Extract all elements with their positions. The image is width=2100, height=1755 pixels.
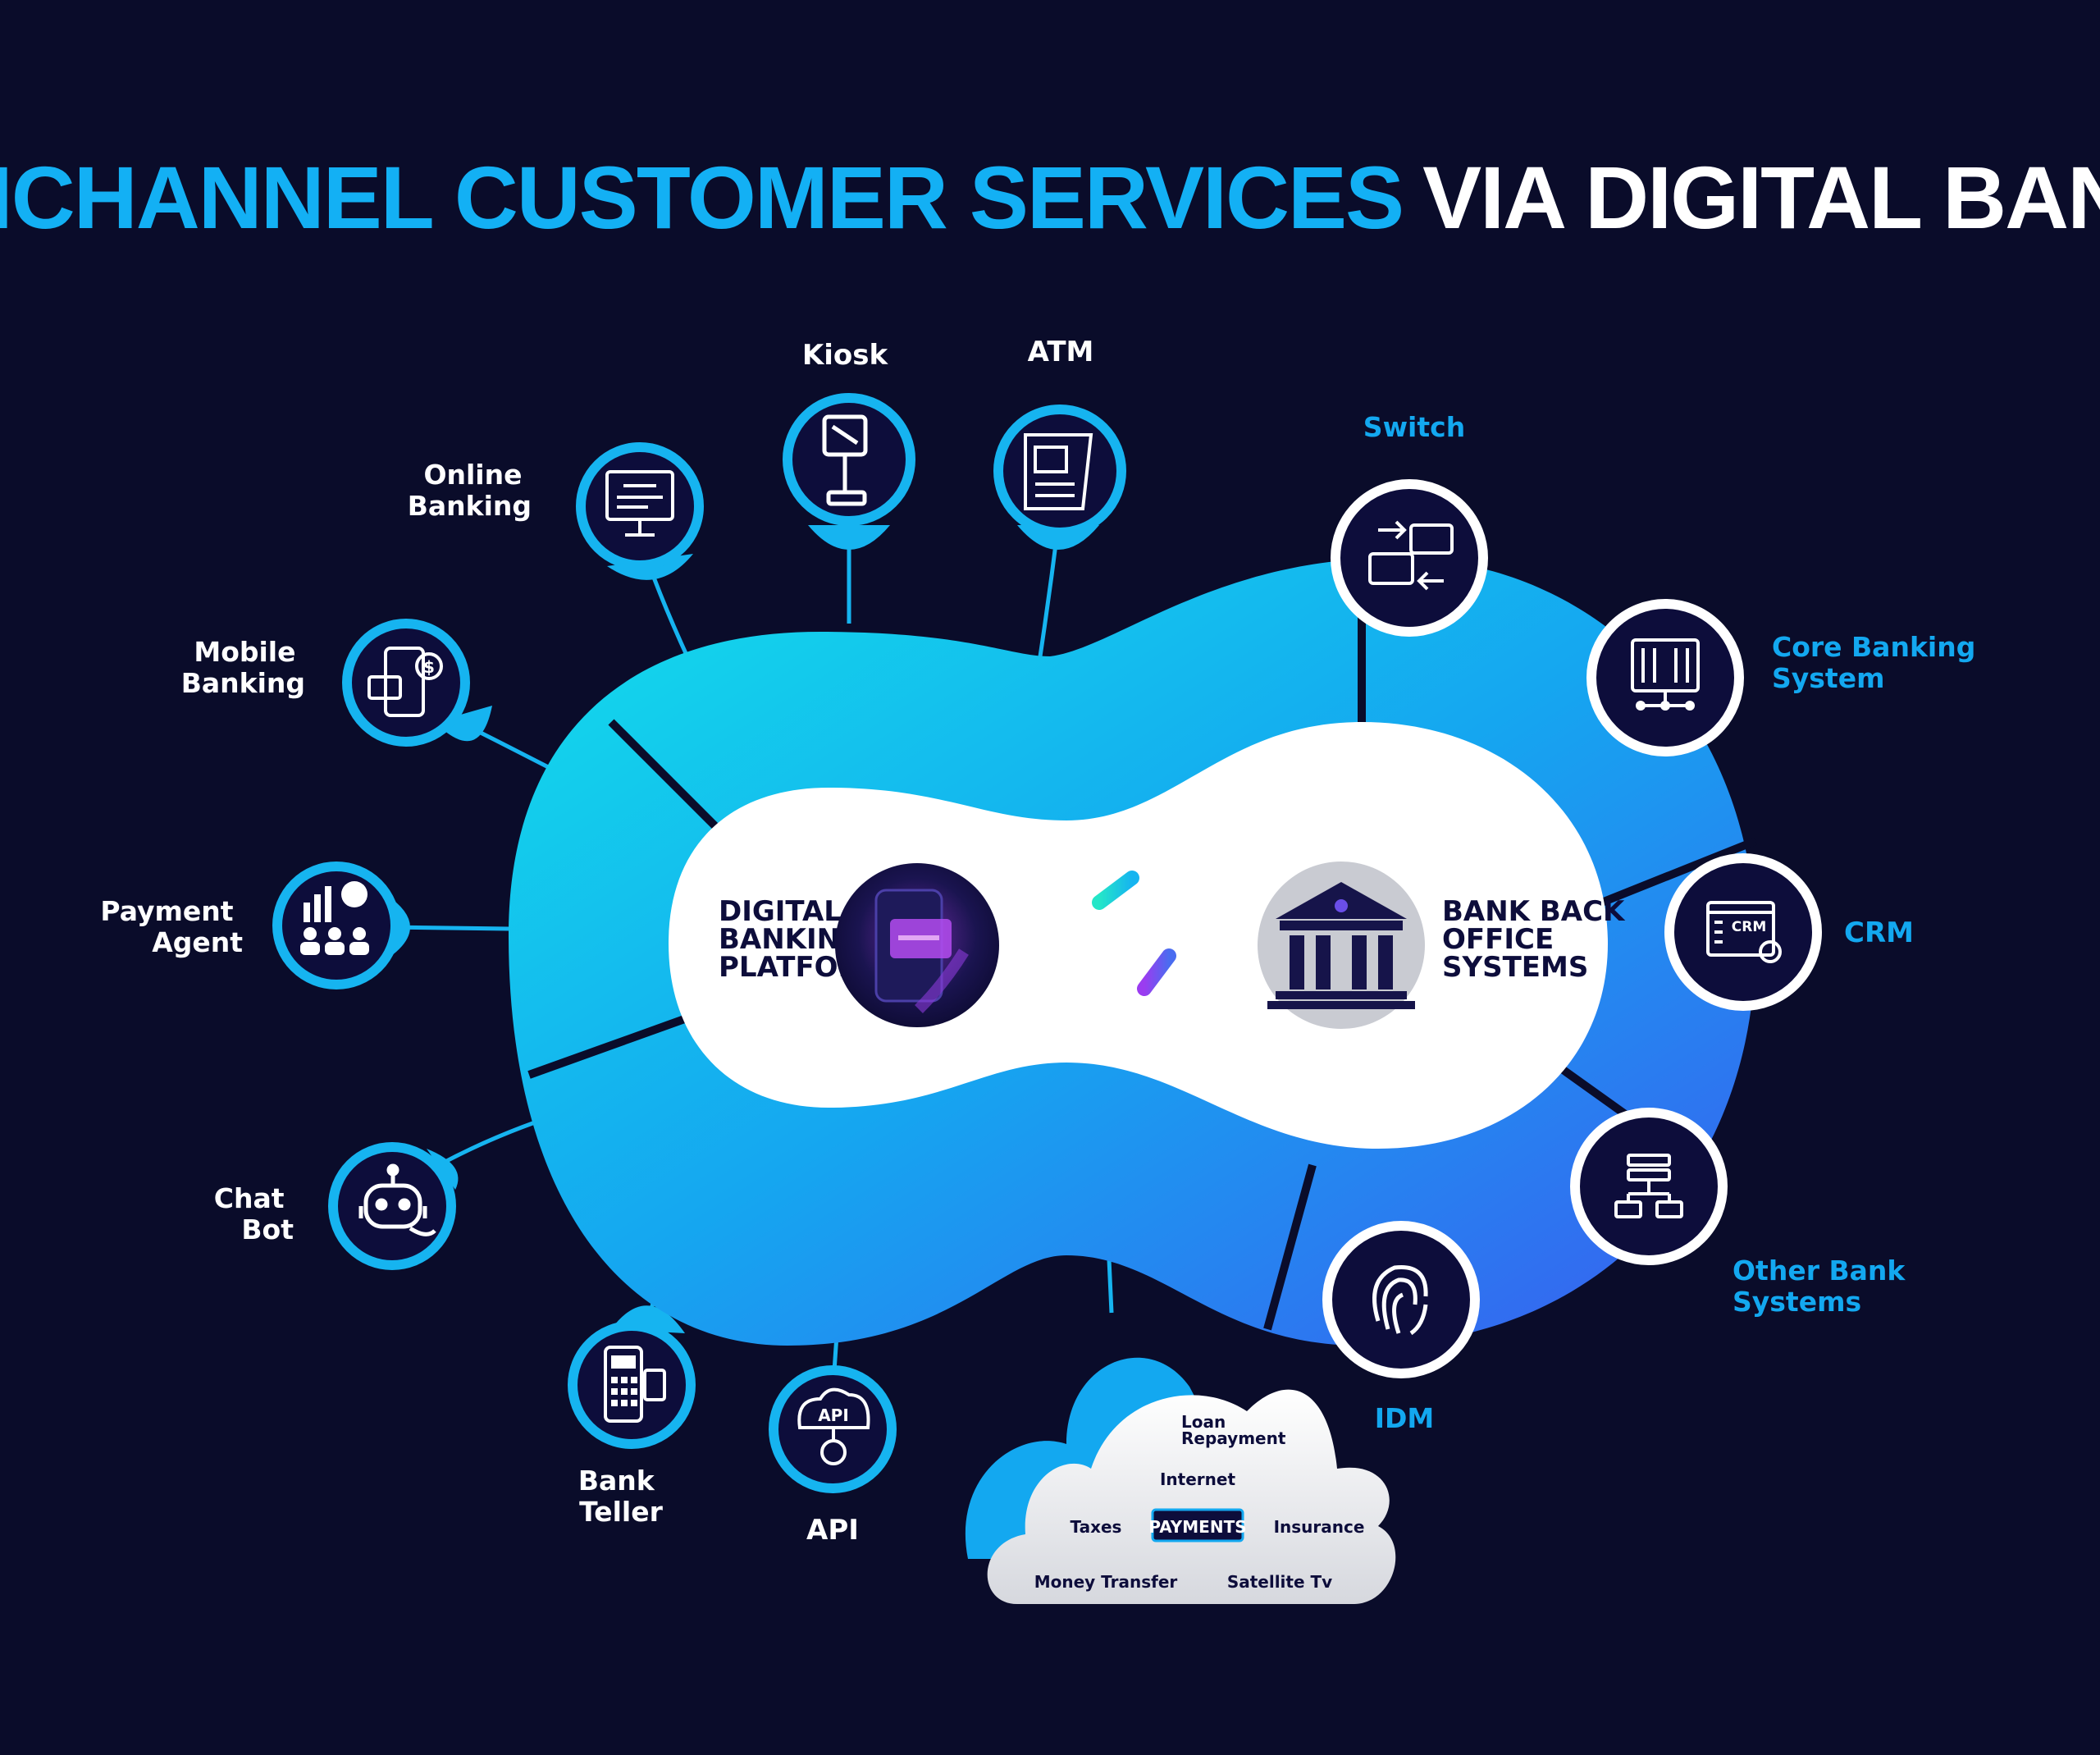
pos-terminal-icon [604, 1346, 666, 1423]
cloud-item-insurance: Insurance [1274, 1517, 1365, 1537]
desktop-icon [605, 470, 674, 537]
label-crm: CRM [1844, 916, 1914, 949]
node-mobile-banking[interactable]: $ [342, 619, 470, 747]
label-payment-agent: Payment Agent [100, 895, 243, 958]
center-right-line-1: BANK BACK [1442, 895, 1626, 928]
crm-window-icon [1706, 901, 1782, 963]
label-bank-teller-1: Bank [578, 1465, 655, 1497]
node-bank-teller[interactable] [568, 1321, 696, 1449]
label-online-banking: Online Banking [408, 459, 532, 522]
center-right-line-3: SYSTEMS [1442, 951, 1588, 984]
phone-card-icon [874, 889, 969, 1013]
label-bank-teller: Bank Teller [578, 1465, 664, 1528]
label-other-bank: Other Bank Systems [1732, 1255, 1915, 1318]
kiosk-icon [822, 414, 868, 506]
node-chat-bot[interactable] [328, 1142, 456, 1270]
label-other-bank-1: Other Bank [1732, 1255, 1906, 1287]
svg-text:$: $ [423, 657, 435, 677]
label-chat-bot: Chat Bot [214, 1182, 294, 1245]
label-online-banking-2: Banking [408, 490, 532, 522]
robot-icon [358, 1163, 436, 1236]
node-switch[interactable] [1331, 479, 1488, 637]
center-right-line-2: OFFICE [1442, 923, 1554, 956]
cloud-item-internet: Internet [1160, 1469, 1235, 1489]
mobile-dollar-icon [368, 647, 443, 717]
title-part-2: VIA DIGITAL BANKING [1422, 148, 2100, 247]
atm-icon [1024, 433, 1093, 510]
platform-core [669, 722, 1608, 1149]
cloud-item-loan-1: Loan [1181, 1412, 1226, 1432]
label-online-banking-1: Online [423, 459, 522, 491]
label-payment-agent-1: Payment [100, 895, 233, 927]
label-kiosk: Kiosk [802, 339, 889, 372]
bank-back-office: BANK BACK OFFICE SYSTEMS [1258, 862, 1634, 1029]
label-core-banking-2: System [1772, 662, 1884, 694]
payments-badge [1151, 1508, 1244, 1542]
label-api: API [806, 1514, 859, 1547]
cloud-body [987, 1389, 1396, 1604]
exchange-arrows-icon [1059, 871, 1209, 996]
label-switch: Switch [1363, 411, 1465, 443]
label-mobile-banking: Mobile Banking [181, 636, 305, 699]
node-core-banking[interactable] [1586, 599, 1744, 756]
title-part-1: MULTICHANNEL CUSTOMER SERVICES [0, 148, 1403, 247]
label-mobile-banking-1: Mobile [194, 636, 295, 668]
server-network-icon [1631, 638, 1700, 707]
label-core-banking-1: Core Banking [1772, 631, 1975, 663]
label-core-banking: Core Banking System [1772, 631, 1985, 694]
node-atm[interactable] [993, 404, 1126, 537]
cloud-item-money-transfer: Money Transfer [1034, 1572, 1178, 1592]
node-idm[interactable] [1322, 1221, 1480, 1378]
api-cloud-icon [797, 1387, 870, 1465]
label-mobile-banking-2: Banking [181, 667, 305, 699]
node-kiosk[interactable] [783, 393, 915, 526]
payments-cloud: PAYMENTS Loan Repayment Internet Taxes I… [965, 1357, 1396, 1604]
label-chat-bot-2: Bot [241, 1213, 294, 1245]
node-crm[interactable]: CRM [1664, 853, 1822, 1011]
label-chat-bot-1: Chat [214, 1182, 285, 1214]
svg-text:CRM: CRM [1732, 919, 1766, 935]
node-other-bank[interactable] [1570, 1108, 1728, 1265]
node-online-banking[interactable] [576, 442, 704, 570]
cloud-item-loan-2: Repayment [1181, 1428, 1286, 1448]
hierarchy-icon [1614, 1154, 1683, 1218]
agents-chart-icon [300, 881, 369, 955]
cloud-item-taxes: Taxes [1071, 1517, 1122, 1537]
svg-text:BANK BACK OFFICE S: BANK BACK OFFICE SYSTEMS [1442, 895, 1634, 984]
fingerprint-icon [1372, 1264, 1428, 1336]
label-bank-teller-2: Teller [579, 1496, 664, 1528]
svg-text:API: API [818, 1405, 849, 1425]
label-atm: ATM [1028, 336, 1094, 368]
center-left-line-1: DIGITAL [719, 895, 842, 928]
label-other-bank-2: Systems [1732, 1286, 1861, 1318]
node-payment-agent[interactable] [272, 862, 400, 989]
cloud-item-satellite-tv: Satellite Tv [1227, 1572, 1332, 1592]
card-switch-icon [1368, 520, 1454, 591]
label-payment-agent-2: Agent [152, 926, 243, 958]
node-api[interactable]: API [769, 1365, 897, 1493]
digital-banking-platform: DIGITAL BANKING PLATFORM [719, 863, 999, 1027]
cloud-item-loan: Loan Repayment [1181, 1412, 1286, 1448]
label-idm: IDM [1375, 1402, 1435, 1434]
payments-label: PAYMENTS [1148, 1517, 1246, 1537]
